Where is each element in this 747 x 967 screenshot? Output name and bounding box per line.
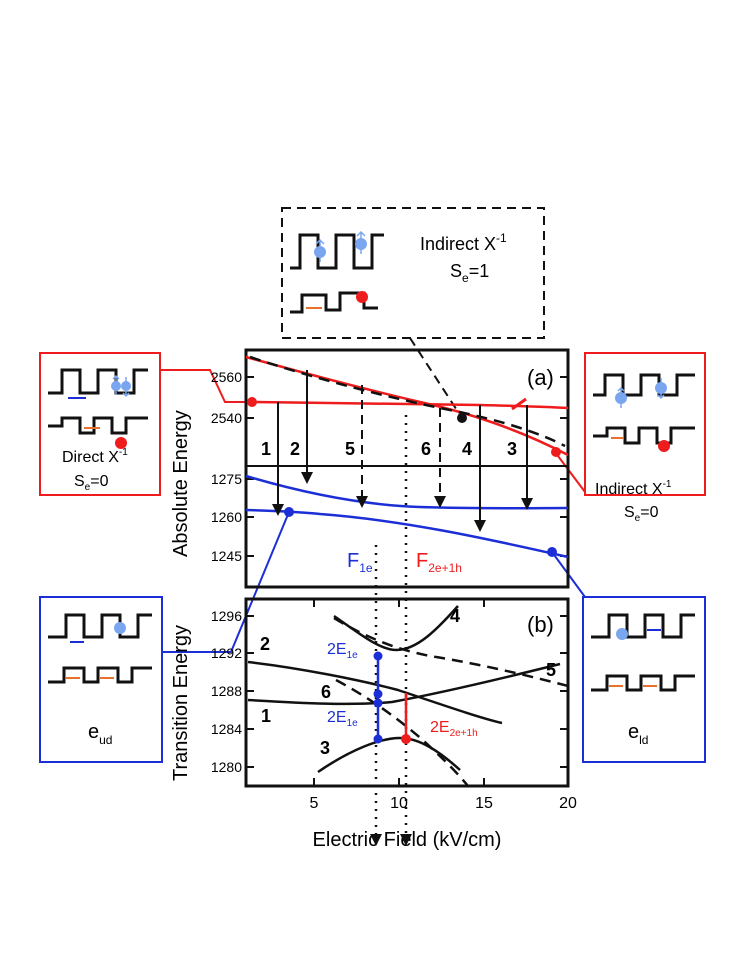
marker <box>284 507 294 517</box>
curve-indirect-se1 <box>249 355 566 448</box>
inset-top-line2: Se=1 <box>450 261 489 285</box>
tick-label: 5 <box>310 795 319 812</box>
energy-label: 2E2e+1h <box>430 719 478 739</box>
curve-f1e <box>245 474 569 510</box>
tick-label: 1260 <box>211 509 242 525</box>
inset-top-line1: Indirect X-1 <box>420 231 507 254</box>
energy-label: 2E1e <box>327 709 358 729</box>
inset-left-red-line1: Direct X-1 <box>62 447 128 466</box>
inset-direct-se0: Direct X-1 Se=0 <box>39 352 161 496</box>
curve-label: 6 <box>321 682 331 702</box>
curve-indirect-se0 <box>245 355 569 457</box>
transition-label: 4 <box>462 439 472 459</box>
panel-b-ticks <box>246 599 569 786</box>
transition-label: 6 <box>421 439 431 459</box>
marker <box>547 547 557 557</box>
curve-label: 3 <box>320 738 330 758</box>
tick-label: 1284 <box>211 721 242 737</box>
inset-right-red-line1: Indirect X-1 <box>595 479 672 498</box>
hole-icon <box>115 437 127 449</box>
marker <box>401 734 411 744</box>
curve-5 <box>333 616 569 688</box>
transition-label: 5 <box>345 439 355 459</box>
inset-right-red-line2: Se=0 <box>624 504 659 524</box>
hole-icon <box>356 291 368 303</box>
marker <box>373 689 383 699</box>
tick-label: 1288 <box>211 683 242 699</box>
curve-label: 1 <box>261 706 271 726</box>
tick-label: 1296 <box>211 608 242 624</box>
connectors <box>160 337 586 653</box>
panel-a: (a) Absolute Energy 2560 2540 1275 1260 … <box>170 348 570 589</box>
panel-b: (b) Transition Energy 1296 1292 1288 128… <box>170 415 577 851</box>
curve-2 <box>247 660 503 725</box>
tick-label: 2560 <box>211 369 242 385</box>
transition-label: 1 <box>261 439 271 459</box>
marker <box>457 413 467 423</box>
arrow-heads <box>272 472 533 532</box>
inset-left-blue-label: eud <box>88 721 112 747</box>
curve-direct-se0 <box>249 400 569 410</box>
inset-right-blue-label: eld <box>628 721 648 747</box>
transition-arrows <box>277 370 528 524</box>
electron-icon <box>616 628 628 640</box>
inset-eld: eld <box>582 596 706 763</box>
red-curves <box>245 355 569 457</box>
tick-label: 1245 <box>211 548 242 564</box>
marker <box>551 447 561 457</box>
electron-icon <box>114 622 126 634</box>
tick-label: 1280 <box>211 759 242 775</box>
electron-icon <box>615 378 667 408</box>
panel-b-curves <box>247 605 561 774</box>
level-label-f1e: F1e <box>347 550 373 575</box>
tick-label: 1275 <box>211 471 242 487</box>
level-label-f2e: F2e+1h <box>416 550 462 575</box>
panel-a-ylabel: Absolute Energy <box>170 410 192 557</box>
curve-3 <box>317 736 461 774</box>
curve-1 <box>247 662 561 706</box>
tick-label: 15 <box>475 795 493 812</box>
inset-indirect-se0: Indirect X-1 Se=0 <box>584 352 706 524</box>
marker <box>373 698 383 708</box>
tick-label: 2540 <box>211 410 242 426</box>
panel-b-dashed <box>333 616 569 787</box>
panel-b-label: (b) <box>527 612 554 637</box>
tick-label: 20 <box>559 795 577 812</box>
marker <box>247 397 257 407</box>
panel-b-ylabel: Transition Energy <box>170 625 192 781</box>
curve-label: 5 <box>546 660 556 680</box>
electron-icon <box>111 374 131 398</box>
inset-eud: eud <box>39 596 163 763</box>
curve-f2e <box>245 508 569 559</box>
curve-6 <box>335 678 469 787</box>
hole-icon <box>658 440 670 452</box>
tick-label: 1292 <box>211 645 242 661</box>
curve-label: 4 <box>450 606 460 626</box>
panel-a-label: (a) <box>527 365 554 390</box>
curve-label: 2 <box>260 634 270 654</box>
transition-label: 2 <box>290 439 300 459</box>
inset-left-red-line2: Se=0 <box>74 473 109 493</box>
inset-indirect-se1: Indirect X-1 Se=1 <box>281 207 545 339</box>
dotted-lines <box>374 415 408 840</box>
transition-label: 3 <box>507 439 517 459</box>
tick-label: 10 <box>390 795 408 812</box>
marker <box>373 734 383 744</box>
marker <box>373 651 383 661</box>
energy-label: 2E1e <box>327 641 358 661</box>
blue-curves <box>245 474 569 559</box>
